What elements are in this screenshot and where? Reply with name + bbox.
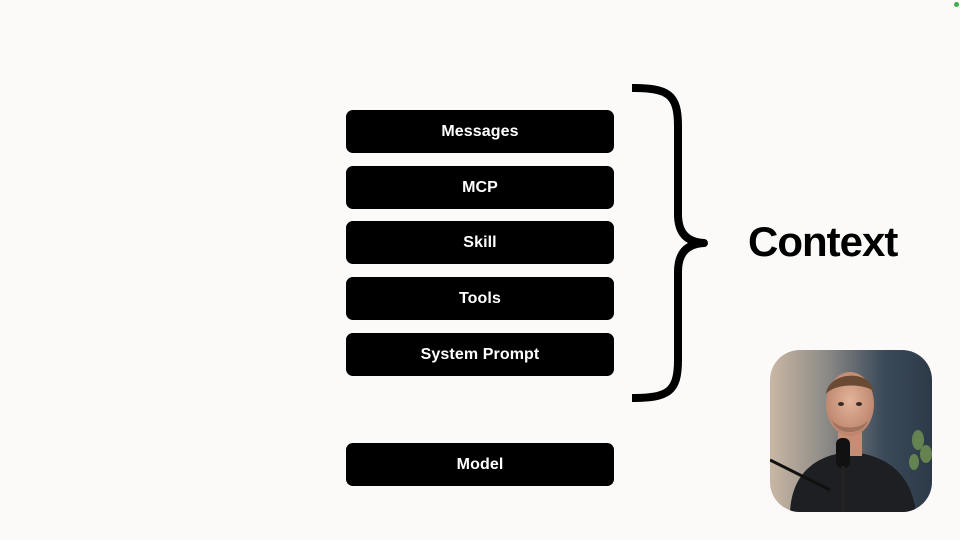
block-model: Model — [346, 443, 614, 486]
context-label: Context — [748, 218, 898, 265]
block-messages: Messages — [346, 110, 614, 153]
block-system-prompt: System Prompt — [346, 333, 614, 376]
presenter-video — [770, 350, 932, 512]
presenter-video-icon — [770, 350, 932, 512]
block-skill: Skill — [346, 221, 614, 264]
block-messages-label: Messages — [441, 122, 519, 140]
block-model-label: Model — [456, 455, 504, 473]
block-skill-label: Skill — [463, 233, 497, 251]
block-mcp: MCP — [346, 166, 614, 209]
block-mcp-label: MCP — [462, 178, 498, 196]
block-tools: Tools — [346, 277, 614, 320]
curly-brace-icon — [631, 84, 708, 402]
block-system-prompt-label: System Prompt — [420, 345, 540, 363]
status-dot — [954, 2, 959, 7]
block-tools-label: Tools — [459, 289, 501, 307]
